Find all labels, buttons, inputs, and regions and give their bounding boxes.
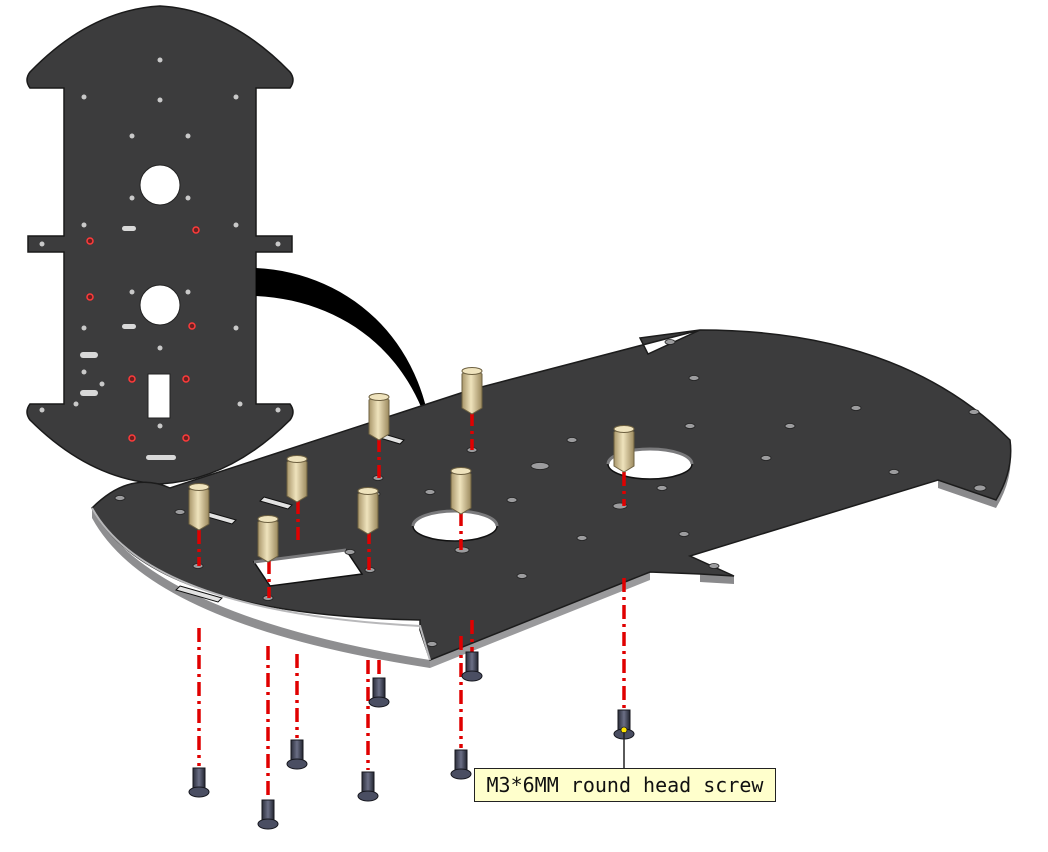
standoffs (188, 367, 635, 563)
screws (188, 651, 635, 830)
round-head-screw (613, 709, 635, 740)
round-head-screw (357, 771, 379, 802)
guide-lines (197, 412, 626, 798)
round-head-screw (368, 677, 390, 708)
brass-standoff (450, 467, 472, 515)
chassis-plate (91, 329, 1012, 668)
brass-standoff (461, 367, 483, 415)
round-head-screw (257, 799, 279, 830)
brass-standoff (368, 393, 390, 441)
brass-standoff (286, 455, 308, 503)
callout-label: M3*6MM round head screw (474, 768, 776, 802)
round-head-screw (286, 739, 308, 770)
brass-standoff (613, 425, 635, 473)
connector-arc (256, 268, 432, 440)
top-view-plate (26, 5, 294, 485)
brass-standoff (257, 515, 279, 563)
round-head-screw (461, 651, 483, 682)
brass-standoff (357, 487, 379, 535)
round-head-screw (188, 767, 210, 798)
brass-standoff (188, 483, 210, 531)
callout-leader (620, 726, 628, 768)
round-head-screw (450, 749, 472, 780)
